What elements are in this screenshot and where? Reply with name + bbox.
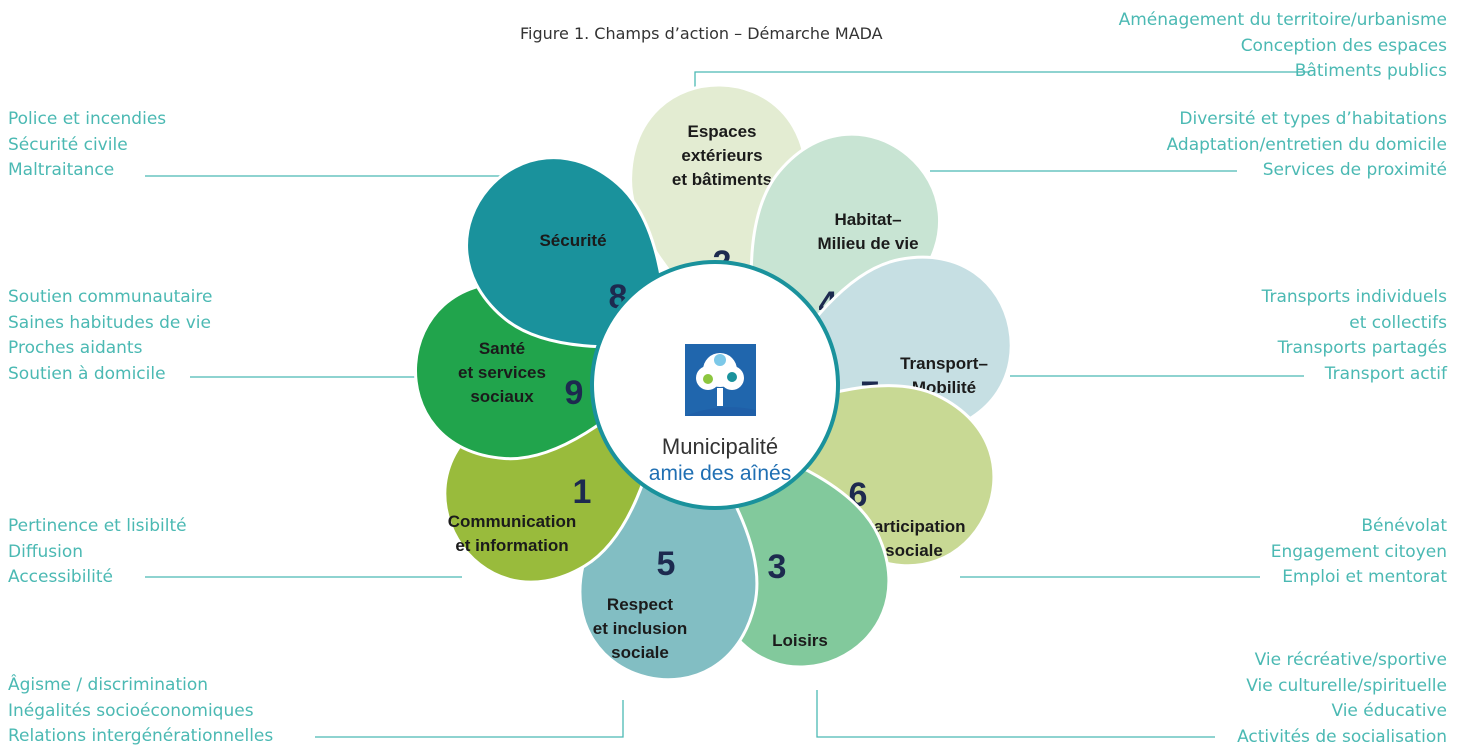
petal-label-line: Santé — [479, 339, 525, 358]
annotation-line: Accessibilité — [8, 565, 187, 591]
petal-label-line: Loisirs — [772, 631, 828, 650]
petal-label-line: sociale — [611, 643, 669, 662]
center-hub: Municipalité amie des aînés — [592, 262, 838, 508]
petal-number-sante: 9 — [565, 374, 584, 412]
tree-logo-icon — [685, 344, 756, 416]
annotation-line: Vie culturelle/spirituelle — [1237, 674, 1447, 700]
annotation-participation: Bénévolat Engagement citoyen Emploi et m… — [1271, 514, 1447, 591]
petal-label-line: et bâtiments — [672, 170, 772, 189]
annotation-communication: Pertinence et lisibilté Diffusion Access… — [8, 514, 187, 591]
annotation-loisirs: Vie récréative/sportive Vie culturelle/s… — [1237, 648, 1447, 750]
annotation-line: Activités de socialisation — [1237, 725, 1447, 750]
petal-number-loisirs: 3 — [768, 548, 787, 586]
annotation-line: Diffusion — [8, 540, 187, 566]
annotation-line: Proches aidants — [8, 336, 212, 362]
annotation-line: Emploi et mentorat — [1271, 565, 1447, 591]
petal-label-line: Sécurité — [539, 231, 606, 250]
petal-label-line: Communication — [448, 512, 576, 531]
annotation-transport: Transports individuels et collectifs Tra… — [1262, 285, 1447, 387]
annotation-line: Transport actif — [1262, 362, 1447, 388]
logo-line1: Municipalité — [662, 434, 778, 459]
annotation-line: Pertinence et lisibilté — [8, 514, 187, 540]
petal-label-line: Habitat– — [834, 210, 901, 229]
annotation-line: Engagement citoyen — [1271, 540, 1447, 566]
petal-label-securite: Sécurité — [539, 231, 606, 250]
annotation-habitat: Diversité et types d’habitations Adaptat… — [1167, 107, 1447, 184]
annotation-line: Relations intergénérationnelles — [8, 724, 273, 750]
petal-label-line: et information — [455, 536, 568, 555]
annotation-line: Bâtiments publics — [1119, 59, 1447, 85]
annotation-line: Soutien à domicile — [8, 362, 212, 388]
annotation-line: et collectifs — [1262, 311, 1447, 337]
annotation-line: Soutien communautaire — [8, 285, 212, 311]
annotation-line: Police et incendies — [8, 107, 166, 133]
annotation-sante: Soutien communautaire Saines habitudes d… — [8, 285, 212, 387]
annotation-line: Sécurité civile — [8, 133, 166, 159]
petal-label-line: Respect — [607, 595, 673, 614]
petal-label-line: et services — [458, 363, 546, 382]
petal-label-line: et inclusion — [593, 619, 687, 638]
annotation-line: Vie récréative/sportive — [1237, 648, 1447, 674]
connector-loisirs — [817, 690, 1215, 737]
annotation-line: Saines habitudes de vie — [8, 311, 212, 337]
petal-label-line: Transport– — [900, 354, 988, 373]
petal-number-respect: 5 — [657, 545, 676, 583]
annotation-line: Transports individuels — [1262, 285, 1447, 311]
annotation-line: Services de proximité — [1167, 158, 1447, 184]
petal-label-line: sociale — [885, 541, 943, 560]
annotation-line: Inégalités socioéconomiques — [8, 699, 273, 725]
petal-label-loisirs: Loisirs — [772, 631, 828, 650]
annotation-respect: Âgisme / discrimination Inégalités socio… — [8, 673, 273, 750]
petal-number-communication: 1 — [573, 473, 592, 511]
annotation-line: Aménagement du territoire/urbanisme — [1119, 8, 1447, 34]
annotation-line: Adaptation/entretien du domicile — [1167, 133, 1447, 159]
annotation-line: Conception des espaces — [1119, 34, 1447, 60]
annotation-line: Maltraitance — [8, 158, 166, 184]
annotation-line: Diversité et types d’habitations — [1167, 107, 1447, 133]
annotation-line: Vie éducative — [1237, 699, 1447, 725]
petal-label-line: Milieu de vie — [817, 234, 918, 253]
annotation-line: Âgisme / discrimination — [8, 673, 273, 699]
annotation-line: Transports partagés — [1262, 336, 1447, 362]
annotation-line: Bénévolat — [1271, 514, 1447, 540]
annotation-espaces: Aménagement du territoire/urbanisme Conc… — [1119, 8, 1447, 85]
petal-label-line: extérieurs — [681, 146, 762, 165]
annotation-securite: Police et incendies Sécurité civile Malt… — [8, 107, 166, 184]
petal-label-line: sociaux — [470, 387, 534, 406]
logo-line2: amie des aînés — [649, 462, 791, 485]
connector-respect — [315, 700, 623, 737]
petal-label-line: Espaces — [688, 122, 757, 141]
